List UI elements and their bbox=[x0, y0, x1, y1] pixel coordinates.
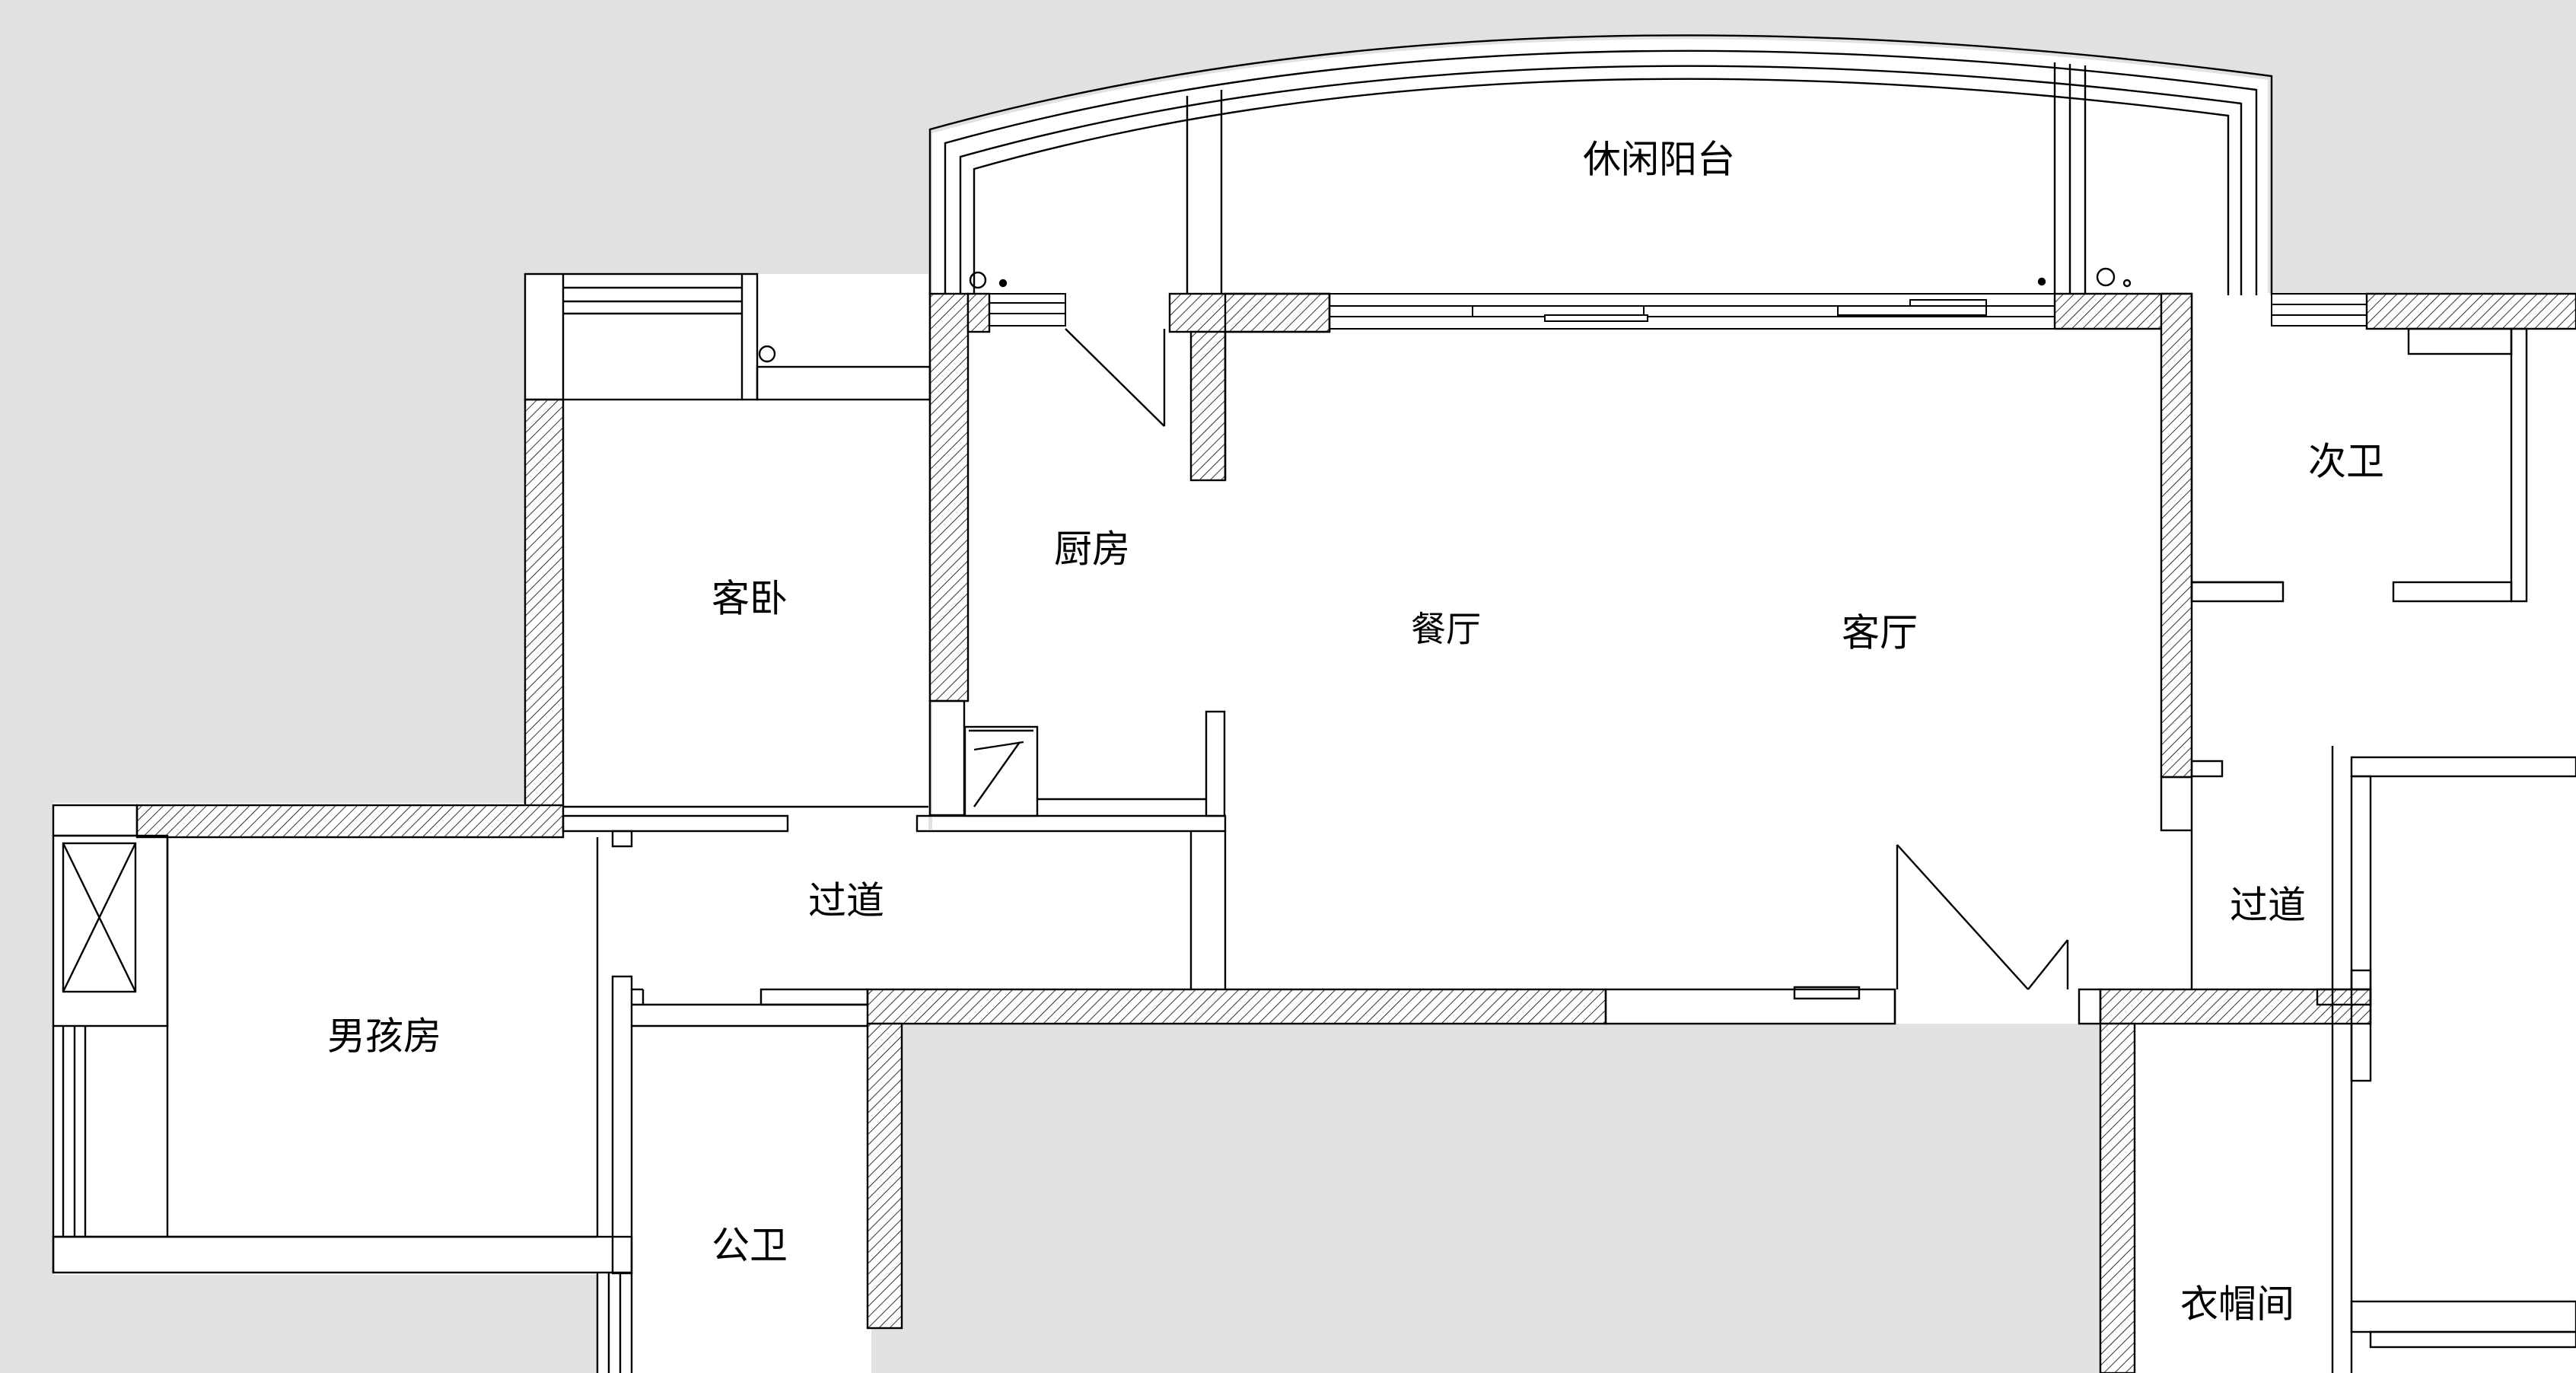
room-label-hallway-right: 过道 bbox=[2230, 884, 2306, 928]
room-label-boys-room: 男孩房 bbox=[327, 1015, 441, 1059]
guest-bedroom-floor bbox=[525, 274, 928, 830]
wall-segment bbox=[135, 804, 565, 839]
right-strip-floor bbox=[2352, 746, 2576, 1373]
balcony-floor bbox=[932, 39, 2268, 297]
room-label-living-room: 客厅 bbox=[1842, 611, 1918, 655]
wall-segment bbox=[524, 398, 565, 808]
wall-segment bbox=[2099, 1022, 2136, 1373]
room-label-guest-bedroom: 客卧 bbox=[712, 577, 788, 621]
wall-segment bbox=[866, 988, 1607, 1025]
shaft-void bbox=[902, 1024, 2100, 1373]
balcony-sliding-doors bbox=[977, 293, 2367, 330]
wall-segment bbox=[966, 292, 991, 333]
room-label-dining-room: 餐厅 bbox=[1411, 609, 1481, 650]
wall-segment bbox=[866, 1022, 903, 1330]
boys-room-floor bbox=[53, 803, 632, 1275]
wall-segment bbox=[2099, 988, 2372, 1025]
wall-segment bbox=[2160, 292, 2193, 779]
room-label-leisure-balcony: 休闲阳台 bbox=[1583, 138, 1735, 182]
room-label-public-bathroom: 公卫 bbox=[712, 1224, 788, 1268]
balcony-railing bbox=[928, 34, 2273, 295]
room-labels: 休闲阳台 客卧 厨房 餐厅 客厅 次卫 过道 过道 男孩房 公卫 衣帽间 bbox=[327, 138, 2384, 1327]
wall-segment bbox=[1189, 330, 1227, 482]
wall-segment bbox=[2365, 292, 2576, 330]
wall-segment bbox=[928, 292, 970, 702]
room-label-kitchen: 厨房 bbox=[1054, 527, 1130, 572]
room-label-hallway-left: 过道 bbox=[808, 879, 884, 923]
left-hallway-floor bbox=[578, 830, 1218, 1020]
room-label-secondary-bathroom: 次卫 bbox=[2308, 440, 2384, 484]
wall-segment bbox=[1168, 292, 1331, 333]
structural-walls bbox=[135, 292, 2576, 1373]
floor-areas bbox=[53, 39, 2576, 1373]
thin-walls bbox=[52, 272, 2576, 1373]
room-label-cloakroom: 衣帽间 bbox=[2180, 1282, 2294, 1327]
public-bath-floor bbox=[597, 1005, 871, 1373]
